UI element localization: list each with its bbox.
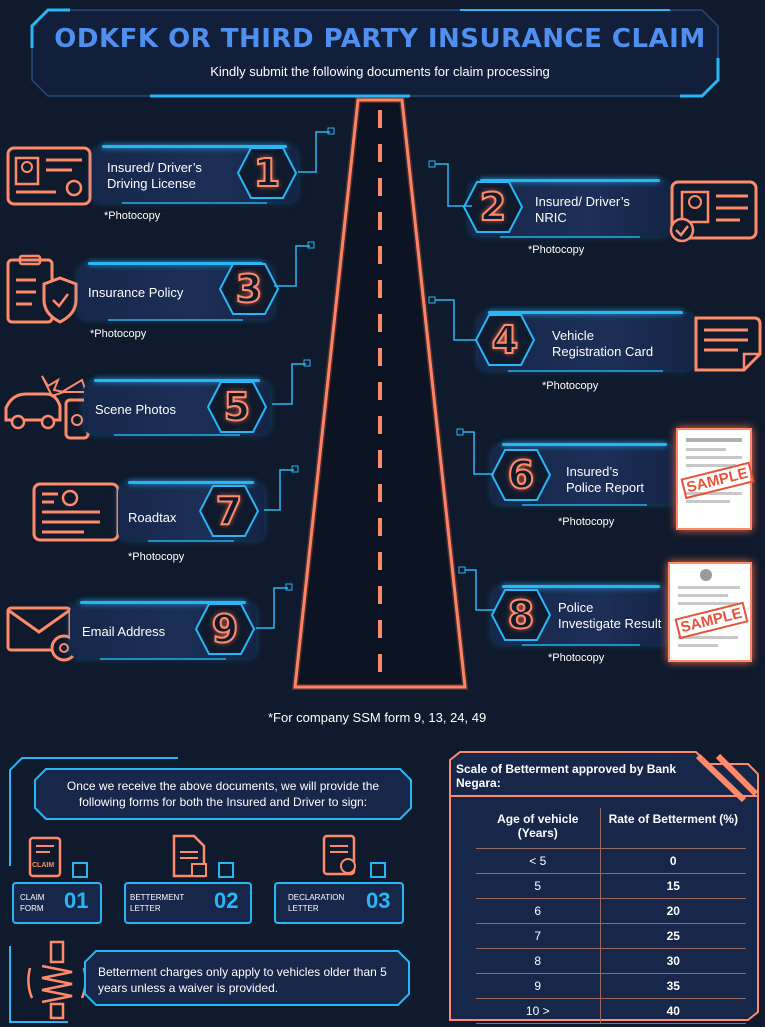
step-3-label: Insurance Policy (88, 285, 184, 300)
claim-icon-text: CLAIM (32, 862, 55, 869)
step-7-note: *Photocopy (128, 551, 185, 563)
step-8-note: *Photocopy (548, 652, 605, 664)
step-9-icon (4, 602, 80, 664)
road-illustration (291, 97, 469, 690)
company-note: *For company SSM form 9, 13, 24, 49 (268, 710, 487, 725)
step-4-connector (428, 296, 476, 341)
step-2-icon (668, 180, 760, 244)
step-2-number: 2 (462, 180, 524, 234)
table-row: 7 25 (476, 924, 746, 949)
form-3-number: 03 (366, 888, 391, 913)
betterment-table-frame (448, 750, 760, 1022)
step-1-number: 1 (236, 146, 298, 200)
betterment-note: Betterment charges only apply to vehicle… (98, 965, 387, 995)
header-frame (30, 8, 720, 98)
step-3-connector (274, 241, 315, 287)
step-1-connector (298, 127, 335, 173)
forms-intro-text: Once we receive the above documents, we … (66, 779, 380, 809)
step-6-number: 6 (490, 448, 552, 502)
step-8-number: 8 (490, 588, 552, 642)
rate-cell: 0 (669, 854, 677, 868)
table-row: 8 30 (476, 949, 746, 974)
step-7-label: Roadtax (128, 510, 177, 525)
step-9-number: 9 (194, 602, 256, 656)
rate-cell: 15 (666, 879, 680, 893)
step-5-label: Scene Photos (95, 402, 176, 417)
age-cell: 9 (476, 974, 601, 998)
step-3-note: *Photocopy (90, 328, 147, 340)
betterment-table-title: Scale of Betterment approved by Bank Neg… (456, 762, 677, 790)
rate-cell: 30 (666, 954, 680, 968)
step-3-icon (2, 254, 78, 330)
step-9-connector (256, 583, 293, 629)
step-7-number: 7 (198, 484, 260, 538)
age-cell: 6 (476, 899, 601, 923)
betterment-table: Age of vehicle (Years) Rate of Bettermen… (476, 808, 746, 1024)
step-6-connector (456, 428, 494, 475)
step-5-number: 5 (206, 380, 268, 434)
forms-intro-box (34, 768, 412, 820)
claim-form-icon: CLAIM (26, 836, 66, 880)
table-row: < 5 0 (476, 849, 746, 874)
step-4-note: *Photocopy (542, 380, 599, 392)
column-header-rate: Rate of Betterment (%) (608, 812, 738, 826)
table-row: 9 35 (476, 974, 746, 999)
form-2-marker (218, 862, 234, 878)
age-cell: < 5 (476, 849, 601, 873)
step-9-label: Email Address (82, 624, 166, 639)
table-row: 5 15 (476, 874, 746, 899)
step-8-document-image: SAMPLE (668, 562, 752, 662)
step-1-note: *Photocopy (104, 210, 161, 222)
step-7-connector (264, 465, 299, 511)
table-row: 6 20 (476, 899, 746, 924)
step-3-number: 3 (218, 262, 280, 316)
step-6-document-image: SAMPLE (676, 428, 755, 530)
sample-stamp: SAMPLE (674, 601, 749, 640)
rate-cell: 35 (666, 979, 680, 993)
form-3-card (274, 882, 404, 924)
form-1-number: 01 (64, 888, 89, 913)
rate-cell: 25 (666, 929, 680, 943)
forms-frame (8, 756, 428, 1024)
step-4-icon (692, 314, 764, 374)
page-title: ODKFK OR THIRD PARTY INSURANCE CLAIM (54, 24, 706, 54)
declaration-letter-icon (318, 834, 362, 880)
page-subtitle: Kindly submit the following documents fo… (210, 64, 550, 79)
rate-cell: 40 (666, 1004, 680, 1018)
form-1-card (12, 882, 102, 924)
step-5-connector (272, 359, 311, 405)
age-cell: 5 (476, 874, 601, 898)
age-cell: 8 (476, 949, 601, 973)
step-8-connector (458, 566, 494, 611)
step-2-connector (428, 160, 472, 207)
form-1-marker (72, 862, 88, 878)
form-2-number: 02 (214, 888, 239, 913)
table-row: 10 > 40 (476, 999, 746, 1024)
step-5-icon (2, 372, 92, 442)
betterment-letter-icon (170, 834, 210, 880)
age-cell: 7 (476, 924, 601, 948)
step-4-number: 4 (474, 313, 536, 367)
form-3-marker (370, 862, 386, 878)
step-2-note: *Photocopy (528, 244, 585, 256)
betterment-note-box (84, 950, 410, 1006)
step-1-icon (6, 146, 92, 206)
rate-cell: 20 (666, 904, 680, 918)
shock-absorber-icon (24, 938, 90, 1022)
step-6-note: *Photocopy (558, 516, 615, 528)
column-header-age: Age of vehicle (Years) (476, 808, 601, 848)
step-7-icon (30, 480, 122, 550)
age-cell: 10 > (476, 999, 601, 1023)
form-2-card (124, 882, 252, 924)
